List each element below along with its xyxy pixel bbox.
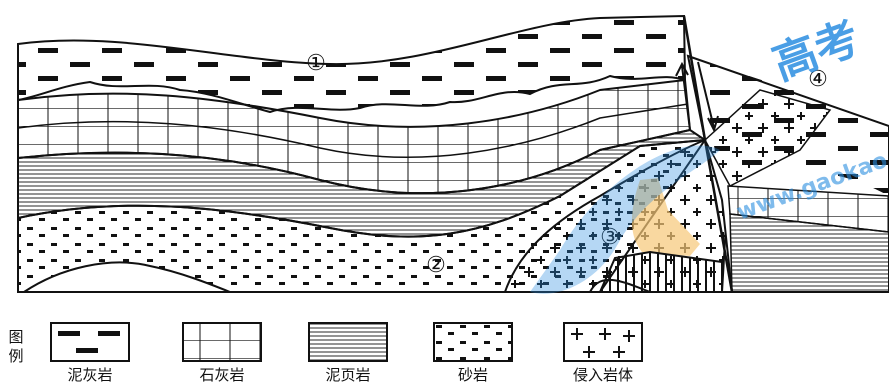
legend-title: 图 例 [8, 328, 24, 366]
legend-item-mudstone: 泥灰岩 [40, 322, 140, 385]
legend-item-sandstone: 砂岩 [423, 322, 523, 385]
sandstone-swatch [433, 322, 513, 362]
legend-item-limestone: 石灰岩 [172, 322, 272, 385]
mudstone-swatch [50, 322, 130, 362]
shale-swatch [308, 322, 388, 362]
legend-label-mudstone: 泥灰岩 [40, 364, 140, 385]
legend-label-limestone: 石灰岩 [172, 364, 272, 385]
legend-label-intrusion: 侵入岩体 [548, 364, 658, 385]
limestone-swatch [182, 322, 262, 362]
marker-1: ① [306, 51, 326, 76]
intrusion-swatch [563, 322, 643, 362]
legend-label-shale: 泥页岩 [298, 364, 398, 385]
legend-label-sandstone: 砂岩 [423, 364, 523, 385]
legend-item-intrusion: 侵入岩体 [548, 322, 658, 385]
legend-item-shale: 泥页岩 [298, 322, 398, 385]
marker-2: ② [426, 253, 446, 278]
